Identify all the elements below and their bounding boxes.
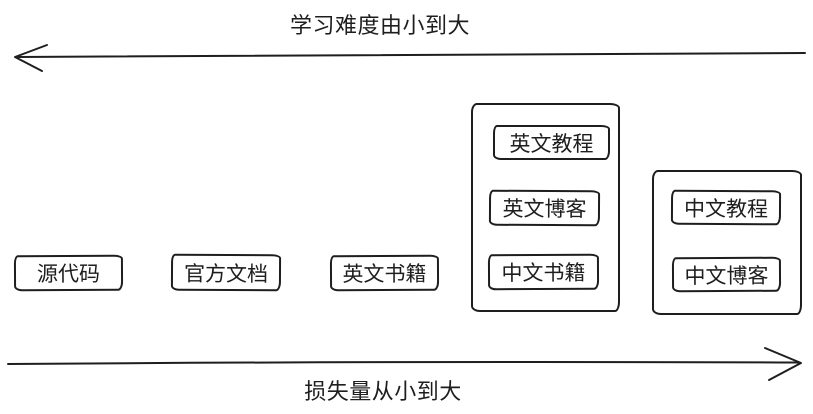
box-official-docs-label: 官方文档: [183, 261, 269, 286]
box-english-blogs-label: 英文博客: [502, 196, 587, 222]
difficulty-arrow-left: [14, 44, 806, 72]
box-chinese-books: 中文书籍: [487, 253, 600, 291]
box-source-code: 源代码: [13, 254, 124, 292]
box-english-tutorials-label: 英文教程: [509, 131, 594, 156]
box-chinese-blogs-label: 中文博客: [684, 263, 769, 288]
box-english-blogs: 英文博客: [488, 189, 601, 227]
box-english-books: 英文书籍: [329, 254, 440, 292]
box-source-code-label: 源代码: [36, 261, 101, 287]
box-chinese-books-label: 中文书籍: [501, 260, 586, 286]
difficulty-axis-label: 学习难度由小到大: [289, 14, 471, 39]
box-english-books-label: 英文书籍: [342, 261, 427, 287]
box-chinese-blogs: 中文博客: [671, 256, 782, 293]
group-box-english-chinese-mid: 英文教程 英文博客 中文书籍: [471, 103, 620, 312]
group-box-chinese-right: 中文教程 中文博客: [652, 170, 802, 315]
box-chinese-tutorials-label: 中文教程: [683, 196, 769, 221]
box-chinese-tutorials: 中文教程: [670, 189, 782, 226]
loss-axis-label: 损失量从小到大: [304, 380, 462, 405]
box-official-docs: 官方文档: [170, 253, 282, 292]
box-english-tutorials: 英文教程: [493, 125, 610, 160]
